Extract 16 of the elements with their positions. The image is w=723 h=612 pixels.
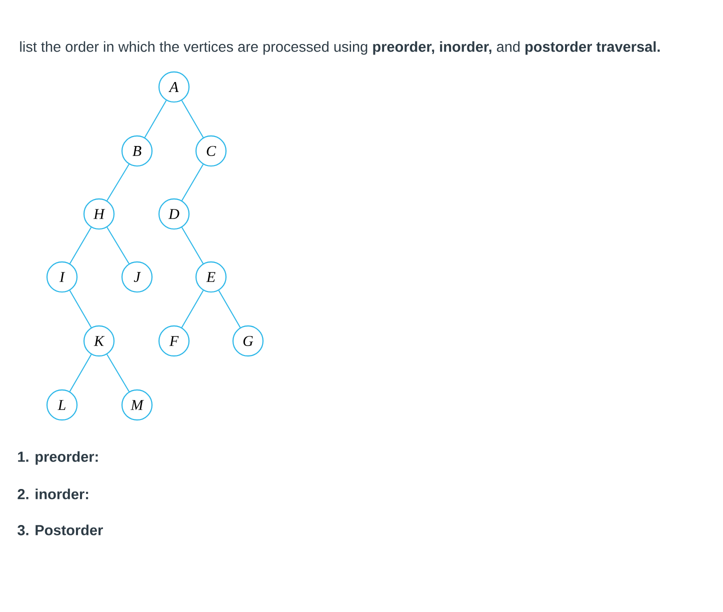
tree-edge (69, 354, 92, 392)
tree-edge (181, 226, 204, 264)
tree-edge (181, 100, 204, 138)
question-item: 1. preorder: (18, 451, 98, 465)
tree-edge (181, 164, 204, 202)
tree-edge (69, 226, 92, 264)
tree-edge (106, 354, 130, 392)
tree-edge (218, 290, 241, 328)
tree-edge (69, 290, 92, 328)
tree-edge (144, 100, 167, 138)
tree-edge (106, 226, 130, 264)
tree-edge (106, 164, 130, 202)
question-item: 2. inorder: (18, 488, 88, 500)
question-item: 3. Postorder (18, 524, 103, 536)
tree-edge (181, 290, 204, 328)
question-text: list the order in which the vertices are processed using preorder, inorder, and postorder traversal. (20, 41, 660, 55)
